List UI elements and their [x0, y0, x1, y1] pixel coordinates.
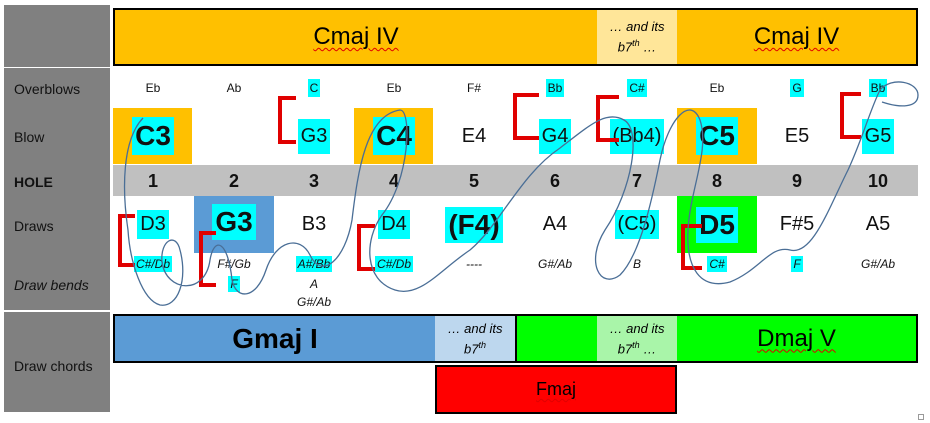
draw-b7-1-line2: b7th	[464, 339, 486, 357]
blow-b7-line2: b7th …	[617, 38, 657, 55]
bend2-hole-2: F	[228, 276, 240, 292]
bend-hole-9: F	[791, 256, 803, 272]
corner-marker	[918, 414, 924, 420]
draw-chord-b7-note-2: … and its b7th …	[597, 314, 677, 363]
draws-label: Draws	[14, 218, 54, 234]
draw-chord-gmaj: Gmaj I	[113, 314, 435, 363]
bend-hole-10: G#/Ab	[860, 257, 896, 271]
overblow-hole-3: C	[307, 79, 321, 97]
hole-number-4: 4	[388, 170, 399, 191]
overblow-hole-1: Eb	[145, 81, 161, 95]
draw-hole-3: B3	[301, 212, 327, 235]
overblow-hole-5: F#	[466, 81, 481, 95]
draw-hole-7: (C5)	[597, 206, 677, 242]
hole-number-6: 6	[549, 170, 560, 191]
hole-number-5: 5	[468, 170, 479, 191]
blow-hole-5: E4	[461, 124, 487, 147]
bend-hole-5: ----	[466, 257, 482, 271]
bend-hole-1: C#/Db	[133, 256, 172, 272]
blow-hole-8: C5	[677, 110, 757, 162]
blow-chord-b7-note: … and its b7th …	[597, 8, 677, 66]
overblow-hole-6: Bb	[545, 79, 565, 97]
blow-hole-10: G5	[838, 110, 918, 162]
overblow-hole-7: C#	[627, 79, 647, 97]
draw-hole-4: D4	[354, 206, 434, 242]
hole-number-8: 8	[711, 170, 722, 191]
overblow-hole-4: Eb	[386, 81, 402, 95]
overblow-hole-9: G	[790, 79, 804, 97]
draw-chord-fmaj: Fmaj	[435, 365, 677, 414]
hole-number-7: 7	[631, 170, 642, 191]
bend-hole-6: G#/Ab	[537, 257, 573, 271]
draw-chord-gmaj-text: Gmaj I	[232, 322, 318, 354]
draw-hole-6: A4	[542, 212, 568, 235]
blow-hole-9: E5	[784, 124, 810, 147]
draw-chords-label: Draw chords	[14, 358, 93, 374]
draw-chord-dmaj: Dmaj V	[677, 314, 918, 363]
blow-chord-cmaj-left-text: Cmaj IV	[313, 23, 399, 50]
blow-hole-6: G4	[515, 110, 595, 162]
blow-hole-1: C3	[113, 110, 193, 162]
blow-hole-4: C4	[354, 110, 434, 162]
draw-chord-green-lead	[515, 314, 597, 363]
hole-number-2: 2	[228, 170, 239, 191]
draw-hole-1: D3	[113, 206, 193, 242]
draw-b7-2-line2: b7th …	[617, 339, 657, 357]
label-column-top	[4, 5, 110, 67]
label-column-middle	[4, 68, 110, 310]
hole-number-9: 9	[791, 170, 802, 191]
hole-number-3: 3	[308, 170, 319, 191]
draw-hole-10: A5	[865, 212, 891, 235]
overblows-label: Overblows	[14, 81, 81, 97]
blow-label: Blow	[14, 129, 45, 145]
draw-hole-2: G3	[194, 202, 274, 242]
blow-chord-cmaj-right-text: Cmaj IV	[753, 23, 840, 50]
bend-hole-3: A#/Bb	[295, 256, 333, 272]
overblow-hole-8: Eb	[709, 81, 725, 95]
draw-chord-fmaj-text: Fmaj	[536, 379, 576, 399]
overblow-hole-10: Bb	[868, 79, 888, 97]
blow-hole-7: (Bb4)	[597, 110, 677, 162]
bend-hole-7: B	[632, 257, 641, 271]
draw-bends-label: Draw bends	[14, 277, 89, 293]
draw-b7-2-line1: … and its	[609, 320, 665, 336]
overblow-hole-2: Ab	[226, 81, 242, 95]
draw-hole-9: F#5	[779, 212, 815, 235]
bend3-hole-3: G#/Ab	[296, 295, 332, 309]
bend-hole-4: C#/Db	[374, 256, 413, 272]
draw-b7-1-line1: … and its	[447, 320, 503, 336]
draw-chord-dmaj-text: Dmaj V	[757, 324, 836, 352]
hole-number-1: 1	[147, 170, 158, 191]
draw-hole-5: (F4)	[434, 202, 514, 248]
blow-hole-3: G3	[274, 110, 354, 162]
hole-number-10: 10	[867, 170, 889, 191]
draw-chord-b7-note-1: … and its b7th	[435, 314, 515, 363]
bend-hole-2: F#/Gb	[217, 257, 251, 271]
hole-label: HOLE	[14, 174, 53, 190]
label-column-bottom	[4, 312, 110, 412]
blow-chord-cmaj-left: Cmaj IV	[113, 8, 597, 66]
draw-hole-8: D5	[677, 202, 757, 248]
blow-chord-cmaj-right: Cmaj IV	[677, 8, 918, 66]
blow-b7-line1: … and its	[609, 19, 665, 35]
bend2-hole-3: A	[309, 277, 318, 291]
bend-hole-8: C#	[707, 256, 727, 272]
blow-hole-2	[194, 110, 274, 162]
